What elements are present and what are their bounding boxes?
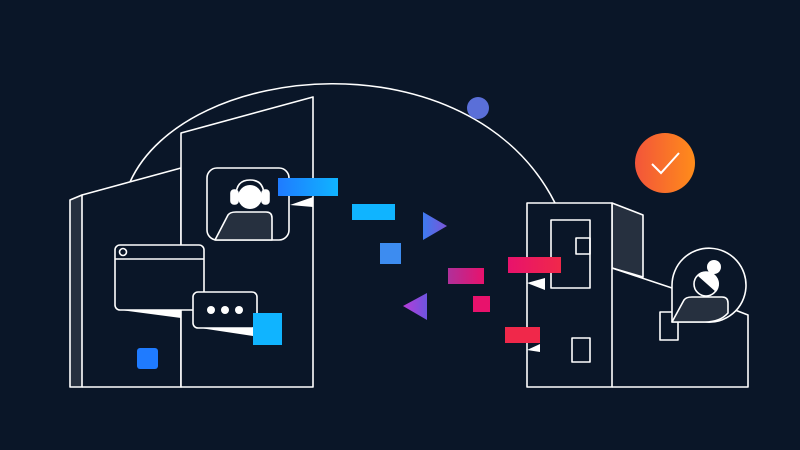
play-arrow-icon	[403, 293, 427, 320]
chat-ellipsis-icon	[192, 291, 258, 336]
arc-dot	[467, 97, 489, 119]
data-square	[253, 313, 282, 345]
data-bar	[448, 268, 484, 284]
connection-arc	[129, 83, 556, 204]
right-building	[526, 202, 749, 388]
data-square	[137, 348, 158, 369]
data-bar	[508, 257, 561, 273]
user-icon	[671, 247, 747, 324]
data-bar	[352, 204, 395, 220]
data-square	[380, 243, 401, 264]
browser-window-icon	[114, 244, 205, 318]
data-bar	[278, 178, 338, 196]
play-arrow-icon	[423, 212, 447, 240]
data-square	[473, 296, 490, 312]
checkmark-icon	[635, 133, 695, 193]
data-bar	[505, 327, 540, 343]
